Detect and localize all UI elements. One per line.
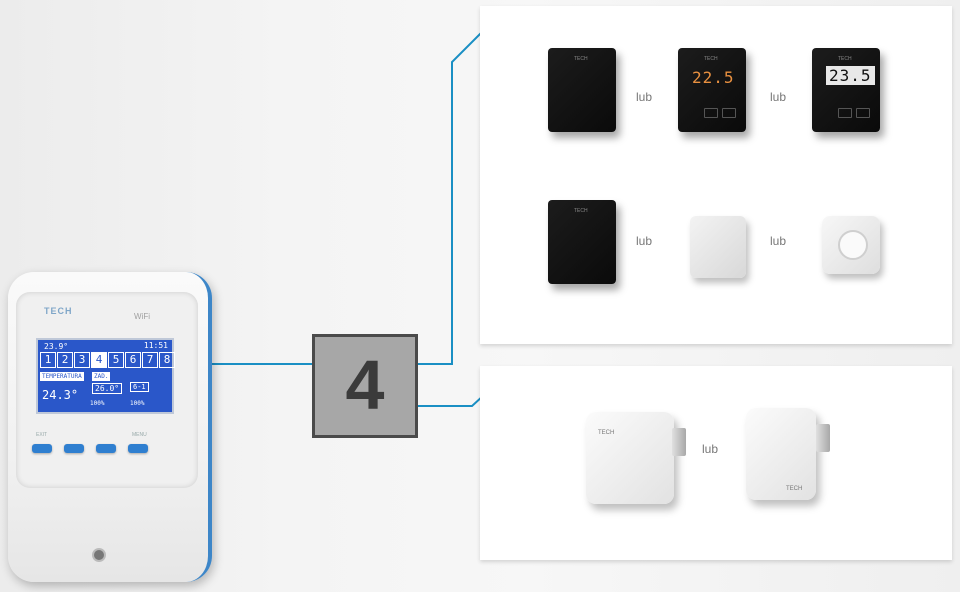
black-thermostat-led: TECH 22.5 <box>678 48 746 132</box>
zone-4[interactable]: 4 <box>91 352 107 368</box>
device-brand: TECH <box>574 56 588 62</box>
temperature-label: TEMPERATURA <box>40 372 84 381</box>
or-separator: lub <box>636 90 653 104</box>
device-brand: TECH <box>838 56 852 62</box>
thermostat-display: 23.5 <box>826 66 875 85</box>
thermostat-display: 22.5 <box>692 68 735 87</box>
connector-box-to-top-panel <box>418 21 493 365</box>
plus-key[interactable] <box>856 108 870 118</box>
thermostat-keys <box>838 108 870 118</box>
menu-button[interactable] <box>128 444 148 453</box>
outside-temp: 23.9° <box>44 342 69 351</box>
exit-button[interactable] <box>32 444 52 453</box>
program-indicator: 6-1 <box>130 382 149 392</box>
lock-screw-icon <box>92 548 106 562</box>
black-thermostat-lcd: TECH 23.5 <box>812 48 880 132</box>
up-button[interactable] <box>64 444 84 453</box>
white-dial-sensor <box>822 216 880 274</box>
step-number: 4 <box>345 346 385 424</box>
zone-5[interactable]: 5 <box>108 352 124 368</box>
zone-2[interactable]: 2 <box>57 352 73 368</box>
valve-actuator-1: TECH <box>586 412 686 504</box>
clock: 11:51 <box>143 341 168 350</box>
minus-key[interactable] <box>704 108 718 118</box>
device-brand: TECH <box>786 486 803 492</box>
zone-3[interactable]: 3 <box>74 352 90 368</box>
plus-key[interactable] <box>722 108 736 118</box>
device-brand: TECH <box>704 56 718 62</box>
or-separator: lub <box>636 234 653 248</box>
set-temperature: 26.0° <box>92 383 123 394</box>
valve-actuator-2: TECH <box>746 408 830 500</box>
menu-button-label: MENU <box>132 432 147 438</box>
exit-button-label: EXIT <box>36 432 48 438</box>
down-button[interactable] <box>96 444 116 453</box>
zone-selector: 1 2 3 4 5 6 7 8 <box>40 352 175 368</box>
or-separator: lub <box>702 442 719 456</box>
step-number-box: 4 <box>312 334 418 438</box>
thermostat-keys <box>704 108 736 118</box>
or-separator: lub <box>770 234 787 248</box>
dial-knob-icon <box>838 230 868 260</box>
device-brand: TECH <box>574 208 588 214</box>
main-controller: TECH WiFi 23.9° 11:51 1 2 3 4 5 6 7 8 TE… <box>8 272 212 582</box>
zone-6[interactable]: 6 <box>125 352 141 368</box>
valve-mount-icon <box>672 428 686 456</box>
zone-8[interactable]: 8 <box>159 352 175 368</box>
black-room-sensor: TECH <box>548 48 616 132</box>
controller-lcd-screen: 23.9° 11:51 1 2 3 4 5 6 7 8 TEMPERATURA … <box>36 338 175 414</box>
device-brand: TECH <box>598 430 615 436</box>
signal-strength: 100% <box>90 400 105 407</box>
white-room-sensor <box>690 216 746 278</box>
actuators-panel: TECH lub TECH <box>480 366 952 560</box>
zone-1[interactable]: 1 <box>40 352 56 368</box>
or-separator: lub <box>770 90 787 104</box>
black-room-sensor-2: TECH <box>548 200 616 284</box>
battery-level: 100% <box>130 400 145 407</box>
minus-key[interactable] <box>838 108 852 118</box>
current-temperature: 24.3° <box>42 388 79 402</box>
wifi-label: WiFi <box>134 312 150 321</box>
valve-mount-icon <box>816 424 830 452</box>
set-label: ZAD. <box>92 372 111 381</box>
room-sensors-panel: TECH lub TECH 22.5 lub TECH 23.5 TECH lu… <box>480 6 952 344</box>
zone-7[interactable]: 7 <box>142 352 158 368</box>
controller-brand: TECH <box>44 306 73 316</box>
